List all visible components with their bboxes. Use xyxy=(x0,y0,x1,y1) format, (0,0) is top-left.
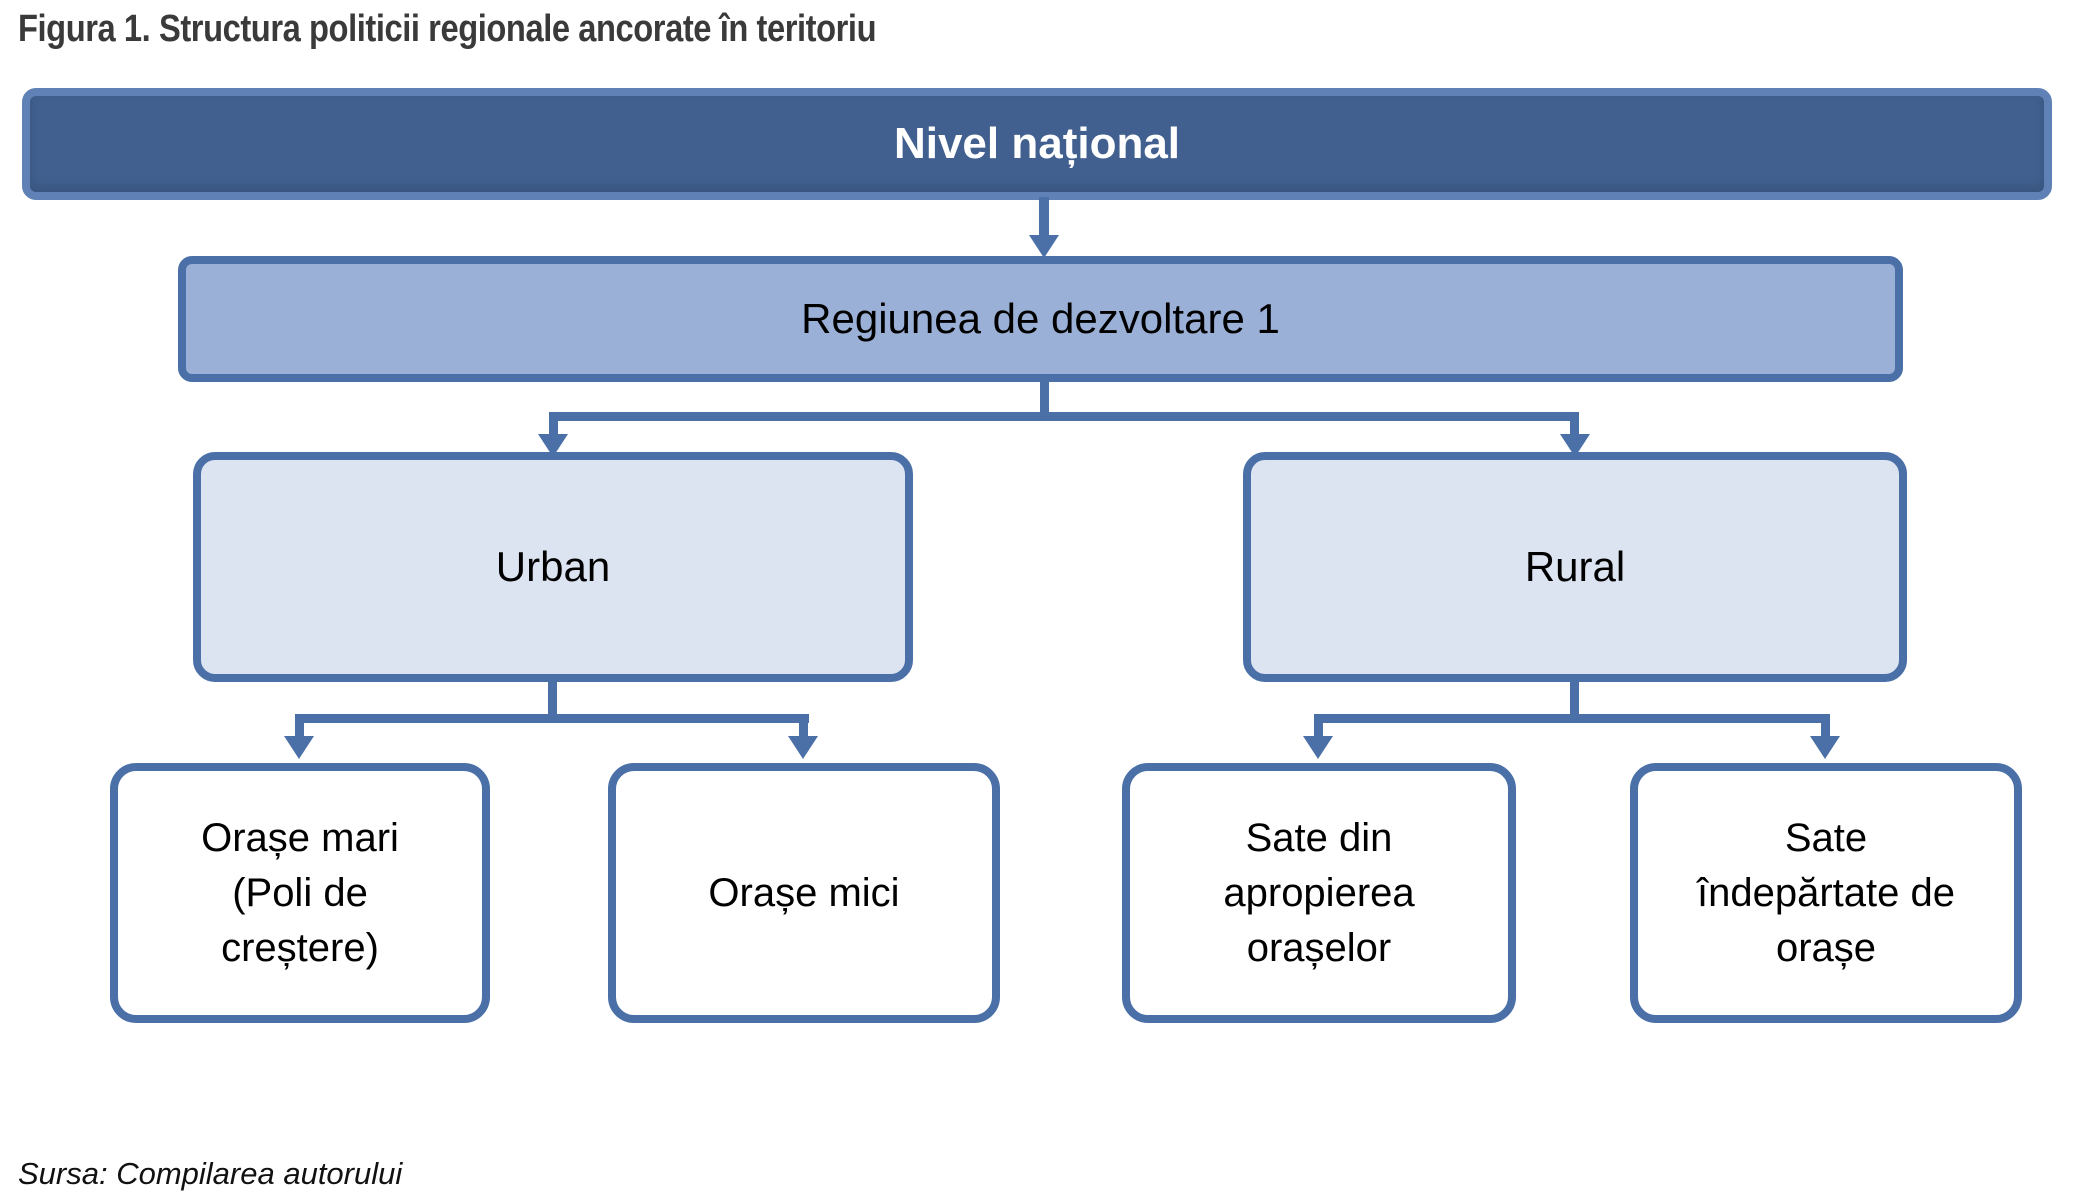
node-nivel-national-label: Nivel național xyxy=(893,119,1181,168)
connector-urban-split-horizontal xyxy=(295,714,809,723)
node-regiunea-dezvoltare: Regiunea de dezvoltare 1 xyxy=(178,256,1903,382)
node-urban-label: Urban xyxy=(495,543,611,590)
figure-title: Figura 1. Structura politicii regionale … xyxy=(18,8,877,50)
node-sate-apropiate-label: Sate din apropierea orașelor xyxy=(1223,815,1415,970)
connector-l2-rural-stub xyxy=(1570,412,1579,438)
arrowhead-rural-sate-apropiate-icon xyxy=(1303,736,1333,759)
arrowhead-urban-orase-mari-icon xyxy=(284,736,314,759)
arrowhead-l2-rural-icon xyxy=(1560,434,1590,457)
arrowhead-l2-urban-icon xyxy=(538,434,568,457)
connector-rural-split-horizontal xyxy=(1314,714,1830,723)
node-rural-label: Rural xyxy=(1524,543,1626,590)
arrowhead-rural-sate-indepartate-icon xyxy=(1810,736,1840,759)
node-orase-mari-label: Orașe mari (Poli de creștere) xyxy=(201,815,399,970)
node-rural: Rural xyxy=(1243,452,1907,682)
connector-rural-sate-apropiate-stub xyxy=(1314,714,1323,738)
connector-urban-orase-mici-stub xyxy=(799,714,808,738)
node-regiunea-dezvoltare-label: Regiunea de dezvoltare 1 xyxy=(801,295,1280,342)
node-orase-mici-label: Orașe mici xyxy=(708,870,900,915)
arrowhead-l1-l2-icon xyxy=(1029,235,1059,258)
connector-l1-l2-stem xyxy=(1039,197,1049,237)
node-nivel-national: Nivel național xyxy=(22,88,2052,200)
node-sate-indepartate: Sate îndepărtate de orașe xyxy=(1630,763,2022,1023)
node-urban: Urban xyxy=(193,452,913,682)
connector-rural-split-stem xyxy=(1570,680,1579,718)
connector-l2-split-stem xyxy=(1040,378,1049,416)
figure-source: Sursa: Compilarea autorului xyxy=(18,1156,403,1191)
connector-l2-urban-stub xyxy=(549,412,558,438)
node-sate-indepartate-label: Sate îndepărtate de orașe xyxy=(1697,815,1955,970)
connector-l2-split-horizontal xyxy=(549,412,1579,421)
node-sate-apropiate: Sate din apropierea orașelor xyxy=(1122,763,1516,1023)
connector-urban-orase-mari-stub xyxy=(295,714,304,738)
node-orase-mari: Orașe mari (Poli de creștere) xyxy=(110,763,490,1023)
connector-rural-sate-indepartate-stub xyxy=(1821,714,1830,738)
arrowhead-urban-orase-mici-icon xyxy=(788,736,818,759)
node-orase-mici: Orașe mici xyxy=(608,763,1000,1023)
connector-urban-split-stem xyxy=(548,680,557,718)
